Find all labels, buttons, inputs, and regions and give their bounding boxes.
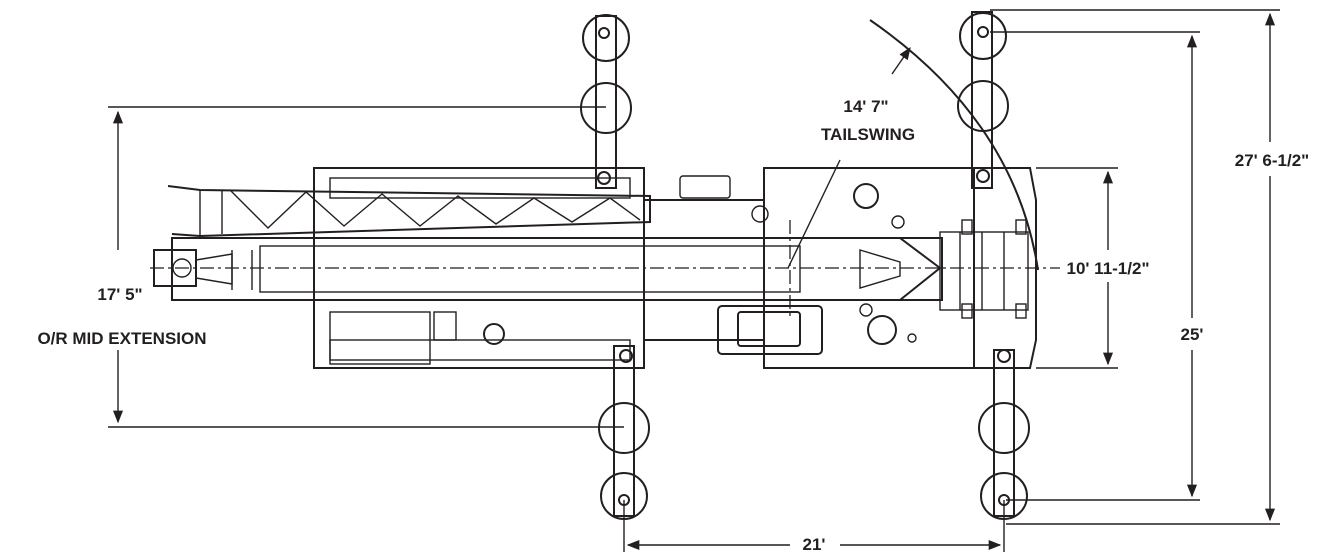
outrigger-spread-outer-value: 27' 6-1/2" [1235,151,1309,170]
mid-extension-value: 17' 5" [97,285,142,304]
cab [329,305,823,365]
dimension-carrier-width: 10' 11-1/2" [1036,167,1150,369]
dimension-outrigger-spread-outer: 27' 6-1/2" [990,9,1309,525]
engine-components [483,175,917,345]
mid-extension-caption: O/R MID EXTENSION [37,329,206,348]
outrigger-front-upper [580,14,632,189]
dimension-outrigger-spread-inner: 25' [990,31,1204,501]
dimension-tailswing: 14' 7" TAILSWING [787,19,1039,271]
outrigger-rear-lower [978,349,1030,520]
boom [153,185,943,301]
tailswing-value: 14' 7" [843,97,888,116]
dimension-outrigger-longitudinal: 21' [623,500,1005,552]
dimension-mid-extension: 17' 5" O/R MID EXTENSION [37,106,624,428]
outrigger-front-lower [598,345,650,520]
outrigger-longitudinal-value: 21' [803,535,826,552]
tailswing-caption: TAILSWING [821,125,915,144]
carrier-width-value: 10' 11-1/2" [1067,259,1150,278]
outrigger-spread-inner-value: 25' [1181,325,1204,344]
outrigger-rear-upper [957,11,1009,189]
